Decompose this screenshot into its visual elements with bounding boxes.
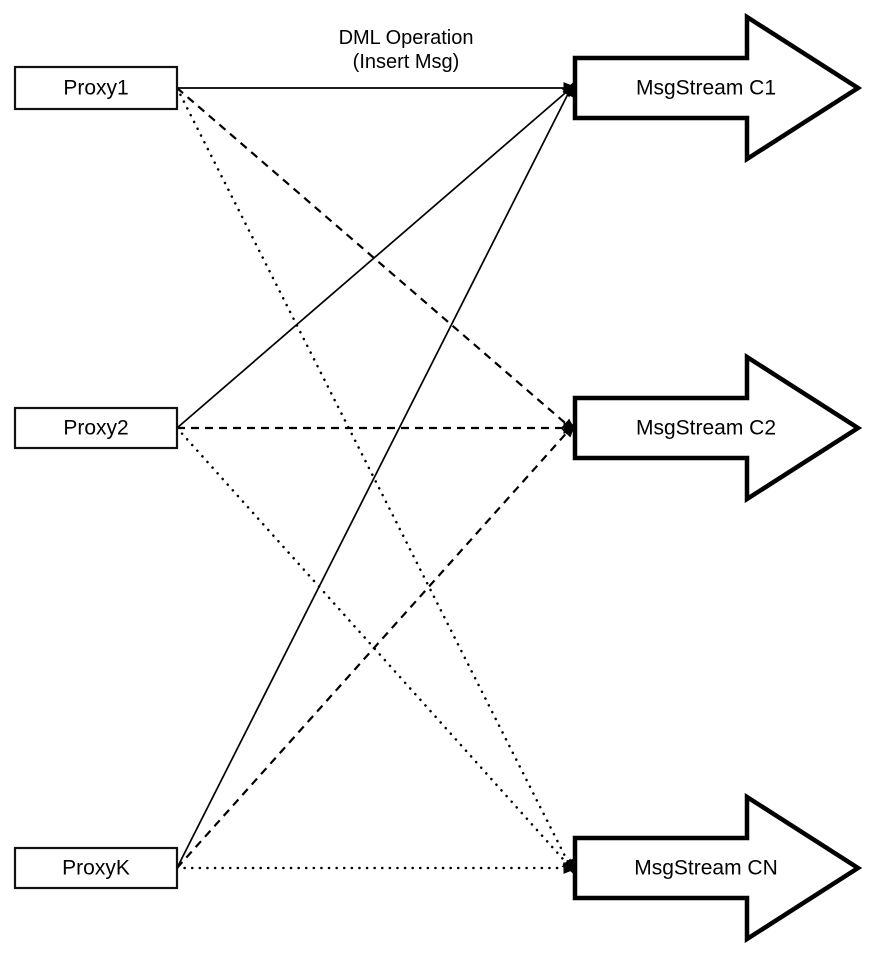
proxyk-label: ProxyK xyxy=(62,857,130,880)
annotation-line2: (Insert Msg) xyxy=(353,51,460,73)
msgstream-c1-arrow-shape xyxy=(572,12,863,164)
annotation-line1: DML Operation xyxy=(339,27,474,49)
proxyk-box xyxy=(13,846,179,890)
edge-proxyk-c2 xyxy=(176,422,577,869)
msgstream-c1-label: MsgStream C1 xyxy=(636,77,776,100)
node-proxy1: Proxy1 xyxy=(13,65,179,111)
proxy1-label: Proxy1 xyxy=(63,77,128,100)
node-proxy2: Proxy2 xyxy=(13,406,179,450)
msgstream-c2-arrow-shape xyxy=(572,352,863,504)
node-msgstream-c1: MsgStream C1 xyxy=(572,12,863,164)
proxy1-box xyxy=(13,65,179,111)
msgstream-c2-label: MsgStream C2 xyxy=(636,417,776,440)
proxy2-label: Proxy2 xyxy=(63,417,128,440)
edge-proxy2-c1 xyxy=(176,83,577,429)
edge-proxyk-c1 xyxy=(176,81,575,869)
edge-proxy1-c2 xyxy=(176,87,577,433)
node-msgstream-c2: MsgStream C2 xyxy=(572,352,863,504)
msgstream-cn-arrow-shape xyxy=(572,792,863,944)
node-msgstream-cn: MsgStream CN xyxy=(572,792,863,944)
proxy2-box xyxy=(13,406,179,450)
node-proxyk: ProxyK xyxy=(13,846,179,890)
edge-layer xyxy=(175,81,579,875)
edge-proxy1-cn xyxy=(175,86,575,875)
msgstream-cn-label: MsgStream CN xyxy=(634,857,778,880)
